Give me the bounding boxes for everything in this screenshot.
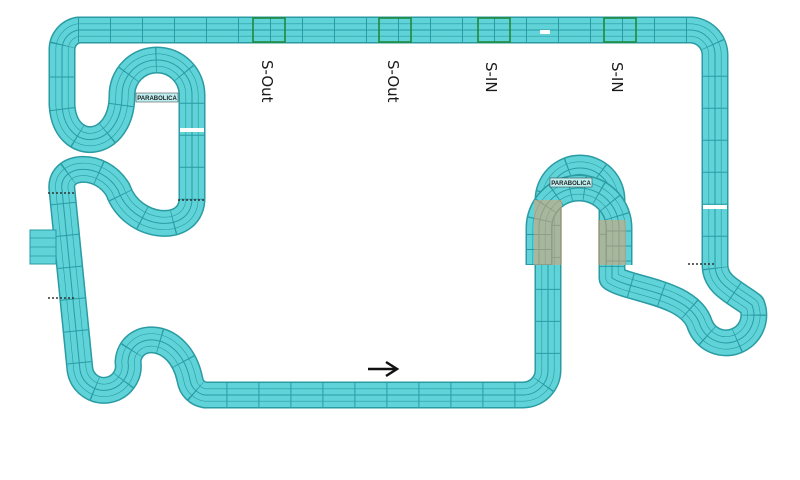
track-marker: [540, 30, 550, 34]
track-marker: [180, 128, 204, 132]
bridge-label-box: [135, 92, 179, 103]
bridge-label-box: [549, 177, 593, 188]
zone-label: S-Out: [384, 60, 402, 103]
zone-box: [378, 17, 412, 43]
zone-box: [477, 17, 511, 43]
zone-boxes: [252, 17, 637, 43]
track-marker: [703, 205, 727, 209]
track-layout: [62, 30, 754, 395]
crossover-section: [534, 200, 562, 265]
zone-box: [252, 17, 286, 43]
bridge-label-left: PARABOLICA: [137, 96, 177, 102]
crossover-section: [598, 220, 626, 265]
zone-label: S-Out: [258, 60, 276, 103]
zone-box: [603, 17, 637, 43]
zone-label: S-IN: [608, 62, 626, 93]
bridge-label-right: PARABOLICA: [551, 181, 591, 187]
direction-arrow-icon: [368, 360, 400, 378]
zone-labels: S-Out S-Out S-IN S-IN: [258, 60, 626, 103]
zone-label: S-IN: [482, 62, 500, 93]
